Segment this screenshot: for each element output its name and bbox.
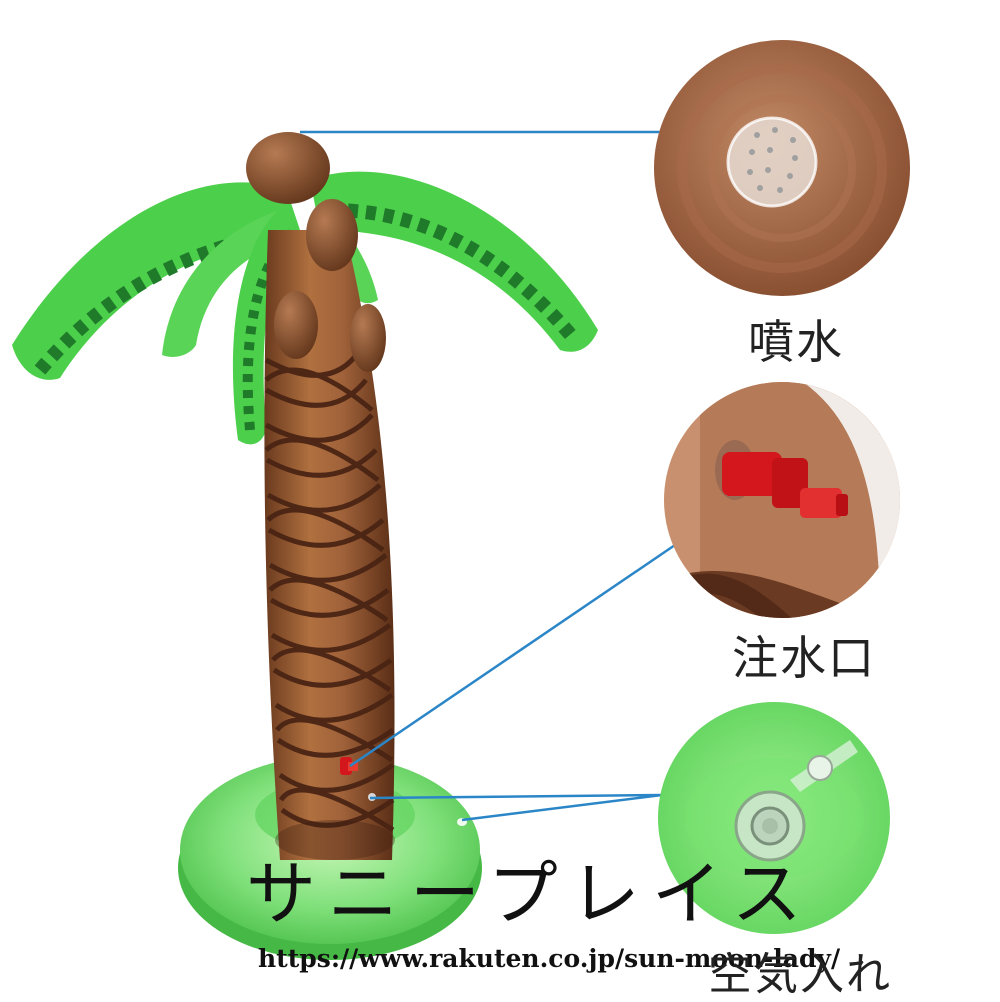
shop-url: https://www.rakuten.co.jp/sun-moon-lady/ bbox=[258, 944, 841, 973]
air-detail-photo bbox=[658, 702, 890, 934]
spray-detail-photo bbox=[654, 40, 910, 296]
palm-leaves bbox=[12, 171, 598, 445]
coconuts bbox=[246, 132, 386, 372]
air-inlet-label: 空気入れ bbox=[708, 949, 892, 1000]
air-valve-icon bbox=[734, 740, 858, 862]
sprinkler-nozzle-icon bbox=[726, 116, 818, 208]
hose-connector-icon bbox=[715, 440, 848, 518]
trunk-water-inlet bbox=[340, 757, 358, 775]
shop-watermark: サニープレイス bbox=[246, 853, 814, 935]
spray-label: 噴水 bbox=[748, 315, 844, 369]
water-inlet-label: 注水口 bbox=[732, 631, 876, 685]
palm-trunk bbox=[264, 230, 395, 860]
leader-lines bbox=[300, 130, 676, 822]
inlet-detail-photo bbox=[664, 382, 900, 618]
